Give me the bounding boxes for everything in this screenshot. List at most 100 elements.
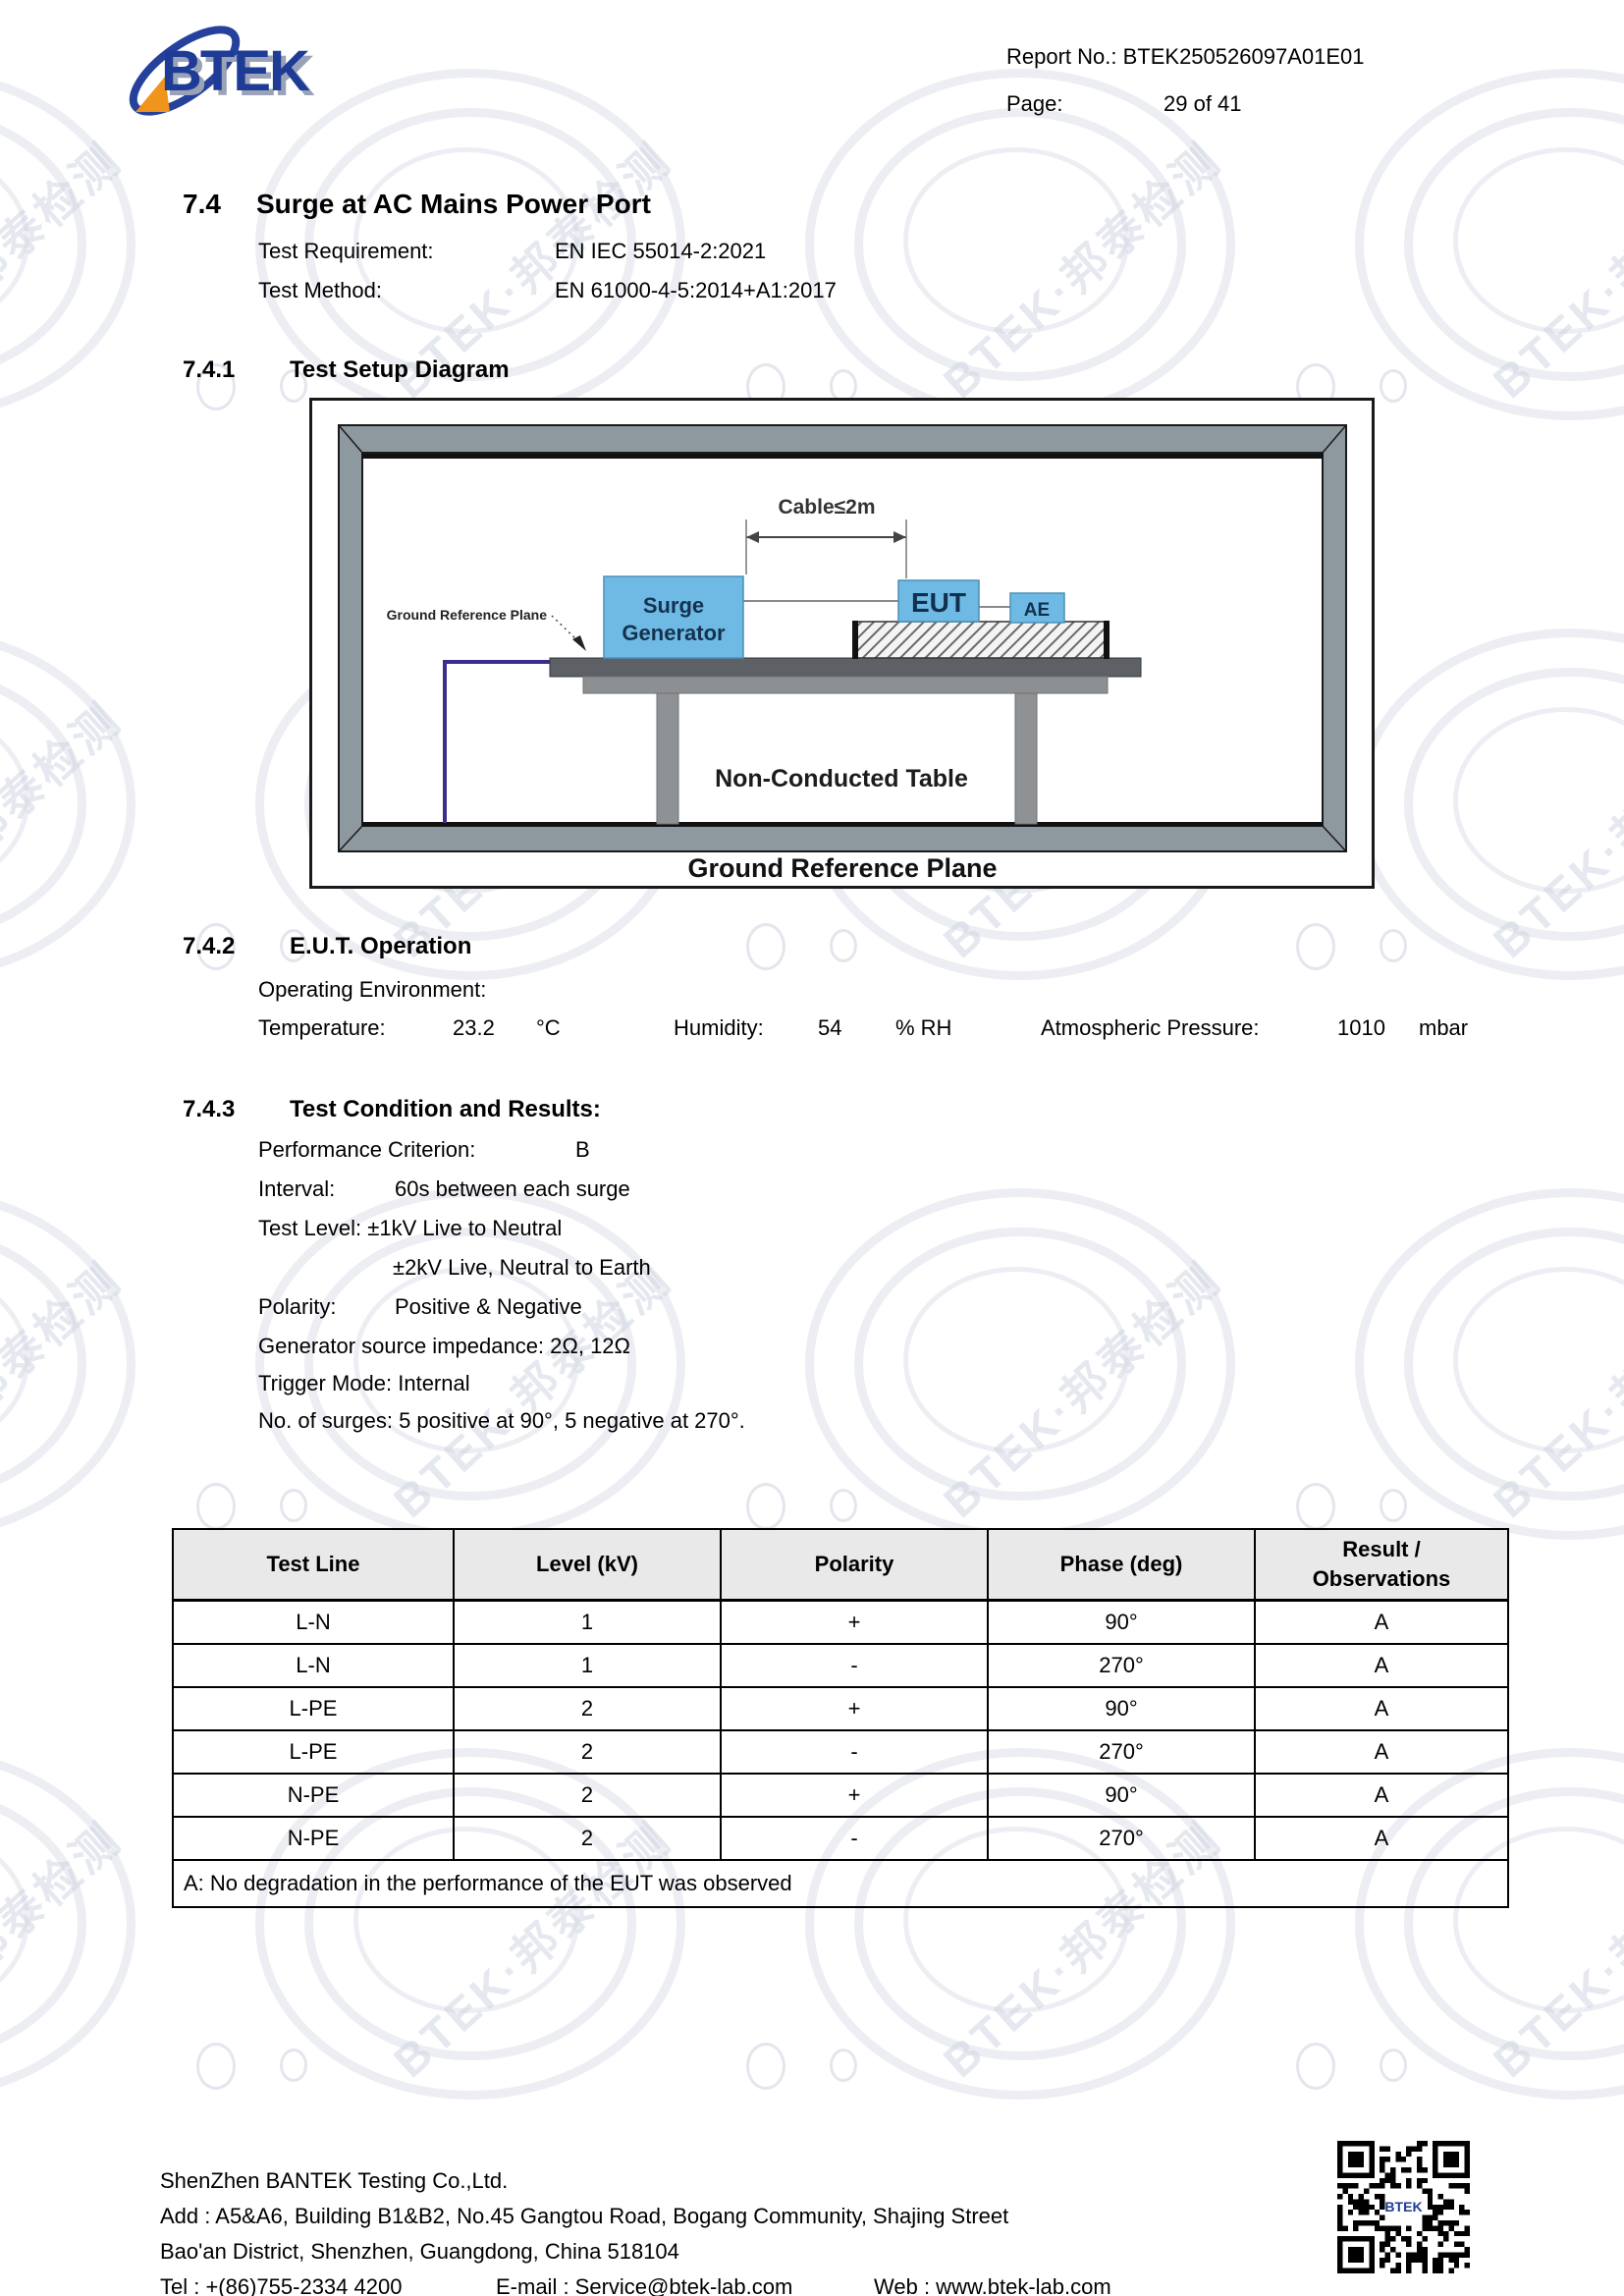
watermark-ring (0, 1827, 29, 2013)
cable-length-label: Cable≤2m (778, 496, 875, 519)
watermark-ring (0, 1267, 29, 1453)
surge-generator-box (603, 575, 744, 659)
watermark-dot (746, 1483, 785, 1530)
mat-edge-left (852, 621, 858, 659)
cell-level: 2 (453, 1816, 722, 1861)
setup-title: Test Setup Diagram (290, 356, 510, 383)
table-leg-left (656, 692, 679, 825)
conditions-number: 7.4.3 (183, 1096, 236, 1122)
cell-phase: 270° (987, 1816, 1256, 1861)
cell-result: A (1254, 1816, 1509, 1861)
watermark-ring (1355, 1188, 1624, 1540)
watermark-ring (0, 668, 86, 941)
report-number: Report No.: BTEK250526097A01E01 (1006, 44, 1365, 69)
cell-phase: 90° (987, 1599, 1256, 1645)
table-row: L-PE 2 + 90° A (172, 1686, 1509, 1731)
watermark-ring (1404, 1228, 1624, 1501)
watermark-ring (805, 1188, 1235, 1540)
humidity-value: 54 (818, 1015, 842, 1040)
watermark-text: BTEK·邦泰检测 (1483, 692, 1624, 968)
ae-label: AE (1024, 600, 1050, 621)
results-table: Test Line Level (kV) Polarity Phase (deg… (172, 1528, 1509, 1908)
watermark-ring (0, 1787, 86, 2060)
col-polarity: Polarity (720, 1528, 989, 1602)
cell-result: A (1254, 1729, 1509, 1775)
watermark-dot (1380, 929, 1407, 962)
cell-polarity: + (720, 1599, 989, 1645)
section-title: Surge at AC Mains Power Port (256, 189, 651, 219)
cell-test-line: N-PE (172, 1773, 455, 1818)
svg-text:BTEK: BTEK (1384, 2199, 1422, 2214)
performance-value: B (575, 1137, 590, 1162)
watermark-text: BTEK·邦泰检测 (0, 1252, 132, 1528)
btek-logo: BTEK BTEK (124, 20, 346, 122)
page-value: 29 of 41 (1164, 91, 1242, 116)
watermark-dot (746, 2043, 785, 2090)
cell-result: A (1254, 1773, 1509, 1818)
watermark-ring (1404, 668, 1624, 941)
cell-level: 1 (453, 1599, 722, 1645)
cell-polarity: - (720, 1816, 989, 1861)
watermark-ring (1453, 147, 1624, 334)
surges-line: No. of surges: 5 positive at 90°, 5 nega… (258, 1408, 745, 1433)
watermark-ring (1355, 629, 1624, 980)
dim-arrow-right (893, 531, 906, 543)
cell-test-line: L-N (172, 1599, 455, 1645)
watermark-text: BTEK·邦泰检测 (1483, 133, 1624, 409)
operation-title: E.U.T. Operation (290, 933, 472, 959)
watermark-dot (1380, 1489, 1407, 1522)
logo-swoosh (129, 26, 241, 116)
grp-caption: Ground Reference Plane (687, 853, 997, 883)
watermark-ring (0, 1188, 135, 1540)
watermark-dot (1380, 2049, 1407, 2082)
cell-polarity: + (720, 1686, 989, 1731)
cell-test-line: L-PE (172, 1686, 455, 1731)
watermark-ring (1453, 1267, 1624, 1453)
test-requirement-label: Test Requirement: (258, 239, 434, 263)
watermark-text: BTEK·邦泰检测 (0, 133, 132, 409)
cell-level: 2 (453, 1773, 722, 1818)
watermark-dot (1296, 2043, 1335, 2090)
col-level: Level (kV) (453, 1528, 722, 1602)
test-method-label: Test Method: (258, 278, 382, 302)
grp-pointer-label: Ground Reference Plane (387, 607, 548, 623)
figure-border (309, 398, 1375, 889)
polarity-value: Positive & Negative (395, 1294, 582, 1319)
cell-test-line: L-PE (172, 1729, 455, 1775)
table-header-row: Test Line Level (kV) Polarity Phase (deg… (172, 1528, 1509, 1602)
interval-value: 60s between each surge (395, 1176, 630, 1201)
cell-phase: 270° (987, 1643, 1256, 1688)
test-level-line1: Test Level: ±1kV Live to Neutral (258, 1216, 563, 1240)
cell-phase: 270° (987, 1729, 1256, 1775)
cell-result: A (1254, 1686, 1509, 1731)
cell-level: 1 (453, 1643, 722, 1688)
footer-tel: Tel : +(86)755-2334 4200 (160, 2274, 403, 2296)
ground-bond-wire (443, 660, 551, 823)
watermark-ring (0, 1228, 86, 1501)
col-test-line: Test Line (172, 1528, 455, 1602)
trigger-line: Trigger Mode: Internal (258, 1371, 470, 1395)
col-result: Result / Observations (1254, 1528, 1509, 1602)
watermark-ring (0, 108, 86, 381)
cell-test-line: L-N (172, 1643, 455, 1688)
watermark-dot (280, 1489, 307, 1522)
mat-edge-right (1104, 621, 1110, 659)
watermark-dot (1296, 923, 1335, 970)
pressure-value: 1010 (1337, 1015, 1385, 1040)
temperature-value: 23.2 (453, 1015, 495, 1040)
watermark-ring (854, 1228, 1186, 1501)
watermark-ring (805, 69, 1235, 420)
watermark-text: BTEK·邦泰检测 (0, 1812, 132, 2088)
cell-level: 2 (453, 1729, 722, 1775)
dim-arrow-left (746, 531, 759, 543)
watermark-text: BTEK·邦泰检测 (1483, 1252, 1624, 1528)
test-requirement-value: EN IEC 55014-2:2021 (555, 239, 767, 263)
cell-result: A (1254, 1643, 1509, 1688)
watermark-dot (830, 2049, 857, 2082)
cell-polarity: + (720, 1773, 989, 1818)
logo-text: BTEK (161, 39, 310, 103)
env-label: Operating Environment: (258, 977, 487, 1002)
footer-company: ShenZhen BANTEK Testing Co.,Ltd. (160, 2168, 509, 2193)
